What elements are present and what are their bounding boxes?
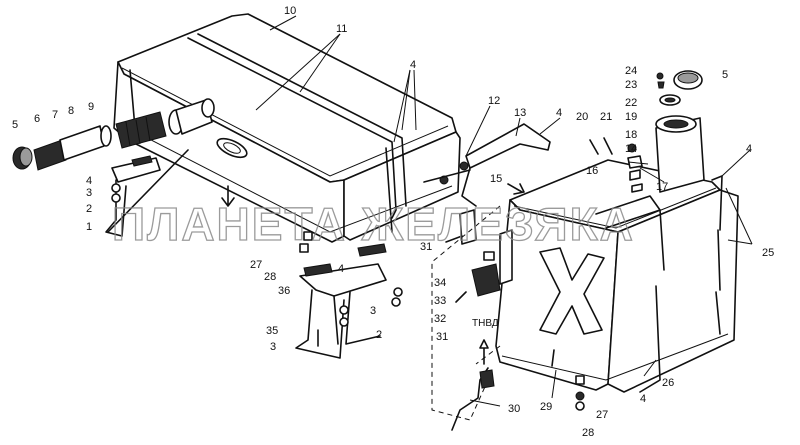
callout-24: 24: [625, 65, 637, 77]
watermark-text: ПЛАНЕТА ЖЕЛЕЗЯКА: [112, 198, 635, 250]
callout-9: 9: [88, 101, 94, 113]
callout-26: 26: [662, 377, 674, 389]
callout-28-right: 28: [582, 427, 594, 439]
callout-3-bottom: 3: [270, 341, 276, 353]
leader-lines: [255, 15, 753, 407]
callout-36: 36: [278, 285, 290, 297]
callout-17: 17: [656, 181, 668, 193]
callout-18: 18: [625, 129, 637, 141]
callout-27-right: 27: [596, 409, 608, 421]
callout-23: 23: [625, 79, 637, 91]
callout-34: 34: [434, 277, 446, 289]
callout-31-top: 31: [420, 241, 432, 253]
callout-10: 10: [284, 5, 296, 17]
callout-22: 22: [625, 97, 637, 109]
right-fuel-tank: [495, 115, 739, 393]
callout-4-right-top: 4: [746, 143, 752, 155]
callout-4-left: 4: [86, 175, 92, 187]
bottom-drain-fittings: [551, 349, 585, 411]
fuel-fittings: [431, 205, 513, 421]
callout-2-left: 2: [86, 203, 92, 215]
callout-21: 21: [600, 111, 612, 123]
callout-4-right-bottom: 4: [640, 393, 646, 405]
callout-20: 20: [576, 111, 588, 123]
callout-3-center: 3: [370, 305, 376, 317]
callout-2-center: 2: [376, 329, 382, 341]
left-filler-neck-assembly: [12, 98, 215, 171]
callout-35: 35: [266, 325, 278, 337]
center-tank-bracket: [295, 231, 403, 359]
upper-support-bracket: [423, 123, 551, 207]
callout-25: 25: [762, 247, 774, 259]
callout-11: 11: [336, 23, 347, 35]
callout-19: 19: [625, 111, 637, 123]
right-cap-parts: [589, 70, 703, 193]
callout-13: 13: [514, 107, 526, 119]
callout-32: 32: [434, 313, 446, 325]
fuel-line: [451, 339, 495, 431]
callout-4: 4: [410, 59, 416, 71]
callout-labels: 10 11 4 5 6 7 8 9 4 3 2 1 12 13 4 20 21 …: [12, 5, 774, 439]
left-fuel-tank: [113, 13, 461, 243]
tnvd-label: ТНВД: [472, 318, 499, 329]
callout-6: 6: [34, 113, 40, 125]
direction-arrow-left: [221, 185, 235, 207]
callout-31-bottom: 31: [436, 331, 448, 343]
callout-15: 15: [490, 173, 502, 185]
callout-33: 33: [434, 295, 446, 307]
callout-5: 5: [12, 119, 18, 131]
left-tank-bracket: [105, 149, 189, 237]
callout-28-left: 28: [264, 271, 276, 283]
callout-3-left: 3: [86, 187, 92, 199]
callout-14: 14: [625, 143, 637, 155]
callout-30: 30: [508, 403, 520, 415]
callout-4-bracket: 4: [556, 107, 562, 119]
callout-5-right: 5: [722, 69, 728, 81]
callout-8: 8: [68, 105, 74, 117]
direction-arrow-right: [507, 183, 525, 195]
callout-7: 7: [52, 109, 58, 121]
callout-27-left: 27: [250, 259, 262, 271]
callout-29: 29: [540, 401, 552, 413]
callout-1: 1: [86, 221, 92, 233]
callout-4-center: 4: [338, 263, 344, 275]
callout-12: 12: [488, 95, 500, 107]
callout-16: 16: [586, 165, 598, 177]
